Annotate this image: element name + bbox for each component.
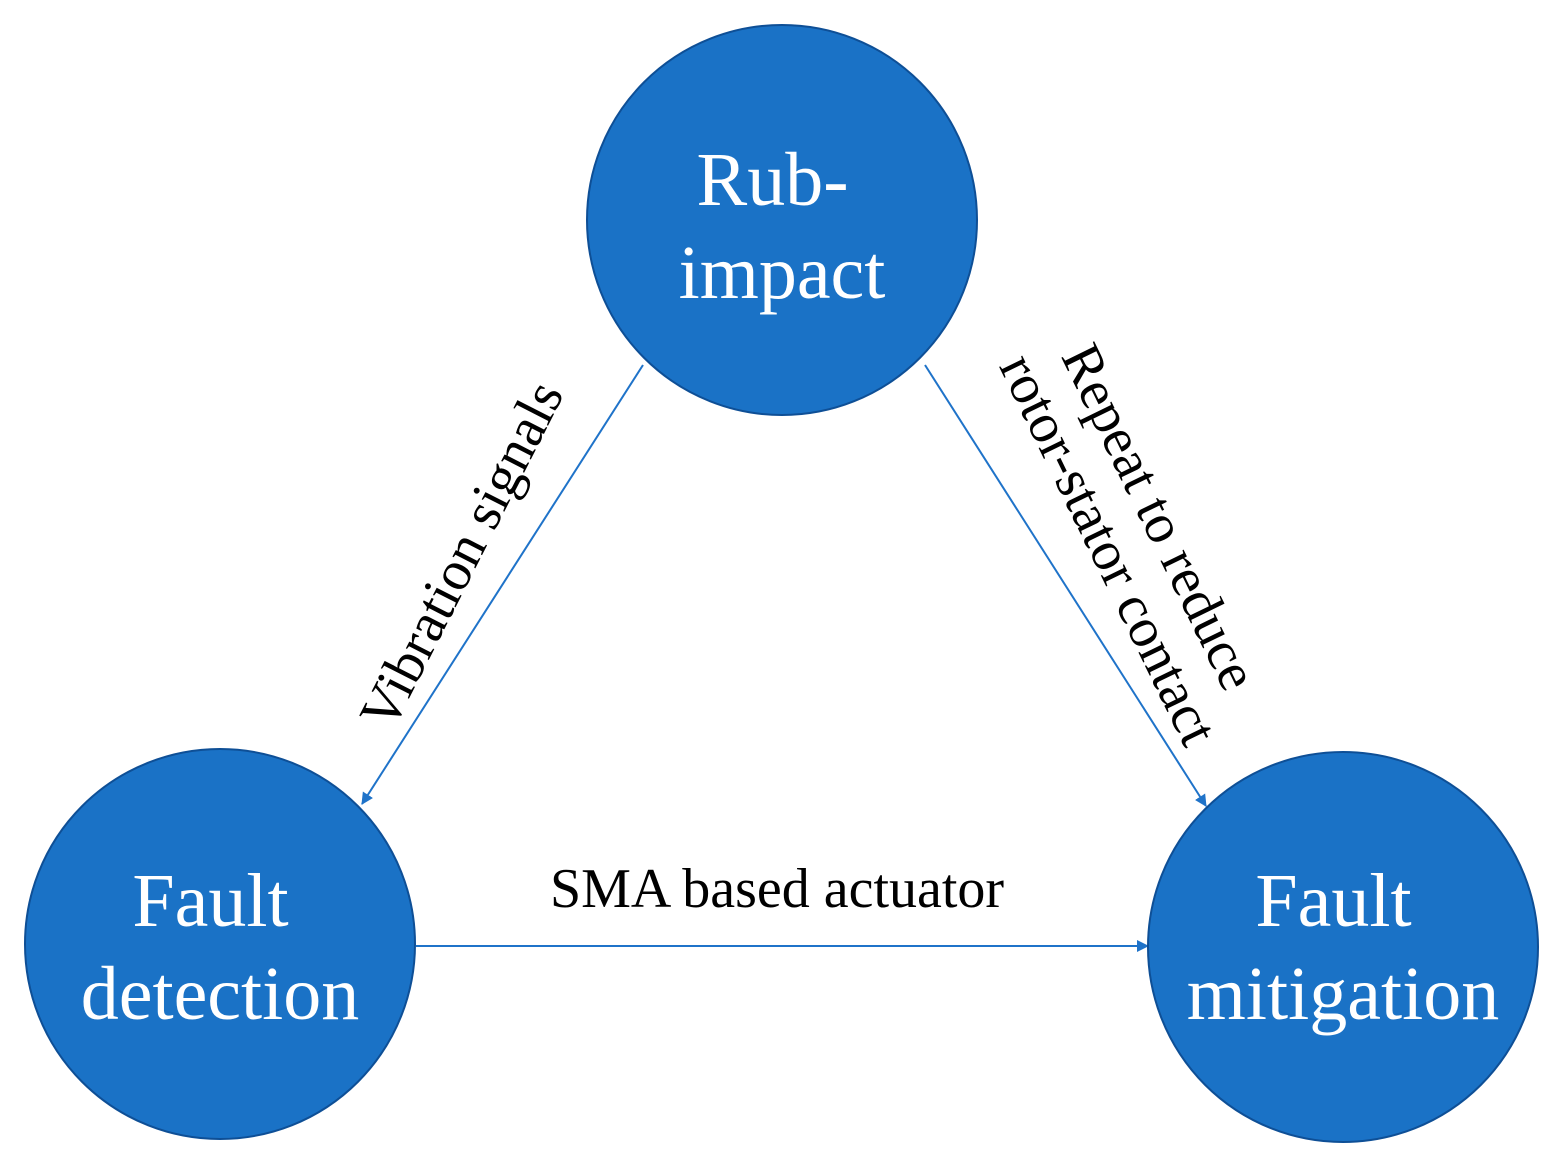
node-fault-mitigation-line-2: mitigation — [1187, 952, 1499, 1036]
vibration-signals-label-line: Vibration signals — [348, 371, 576, 738]
vibration-signals-label: Vibration signals — [348, 371, 576, 738]
sma-actuator-label: SMA based actuator — [550, 858, 1004, 920]
node-fault-detection: Fault detection — [24, 748, 416, 1140]
repeat-arrow — [924, 364, 1207, 807]
node-fault-mitigation-circle — [1147, 751, 1539, 1143]
node-fault-detection-label: Fault detection — [81, 859, 360, 1036]
node-fault-mitigation-label: Fault mitigation — [1187, 859, 1499, 1036]
node-fault-detection-line-2: detection — [81, 952, 360, 1036]
node-fault-mitigation: Fault mitigation — [1147, 751, 1539, 1143]
node-rub-impact-label: Rub- impact — [679, 138, 886, 315]
node-fault-detection-circle — [24, 748, 416, 1140]
vibration-signals-arrow — [361, 364, 644, 805]
node-fault-detection-line-1: Fault — [132, 859, 288, 943]
node-rub-impact-circle — [586, 24, 978, 416]
node-rub-impact-line-2: impact — [679, 231, 886, 315]
node-rub-impact-line-1: Rub- — [697, 138, 849, 222]
node-rub-impact: Rub- impact — [586, 24, 978, 416]
repeat-label: Repeat to reduce rotor-stator contact — [987, 318, 1284, 755]
node-fault-mitigation-line-1: Fault — [1255, 859, 1411, 943]
